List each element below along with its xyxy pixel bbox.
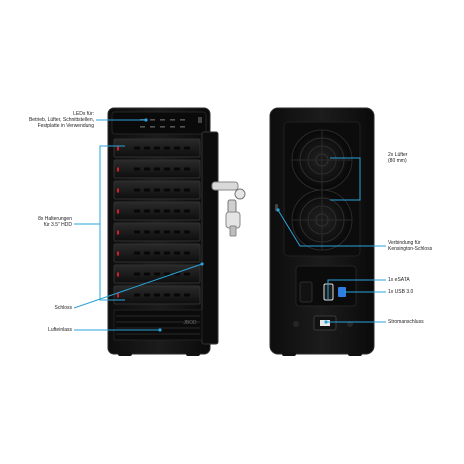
bay-led	[117, 293, 119, 298]
label-vent: Lufteinlass	[48, 327, 72, 333]
drive-bay-tray	[113, 159, 201, 179]
brand-label: JBOD	[183, 320, 197, 326]
label-bays: 8x Halterungen für 3.5" HDD	[38, 216, 72, 228]
label-leds: LEDs für: Betrieb, Lüfter, Schnittstelle…	[28, 111, 94, 129]
drive-bay-tray	[113, 285, 201, 305]
front-enclosure	[107, 107, 219, 356]
label-kensington: Verbindung für Kensington-Schloss	[388, 240, 433, 252]
leader-bays-bracket	[99, 145, 125, 301]
drive-bays	[113, 138, 201, 305]
drive-bay-tray	[113, 222, 201, 242]
bay-led	[117, 188, 119, 193]
bay-led	[117, 167, 119, 172]
leader-esata	[327, 279, 386, 300]
fan-top	[291, 129, 353, 191]
key-icon	[211, 181, 246, 237]
label-lock: Schloss	[54, 305, 72, 311]
bay-led	[117, 272, 119, 277]
leader-kensington	[277, 209, 386, 247]
bay-led	[117, 251, 119, 256]
bay-led	[117, 209, 119, 214]
bay-led	[117, 230, 119, 235]
leader-lines	[73, 119, 386, 331]
drive-bay-tray	[113, 201, 201, 221]
drive-bay-tray	[113, 138, 201, 158]
drive-bay-tray	[113, 180, 201, 200]
back-enclosure	[269, 107, 375, 356]
drive-bay-tray	[113, 243, 201, 263]
label-power: Stromanschluss	[388, 319, 424, 325]
air-intake-vent	[113, 309, 203, 341]
label-usb: 1x USB 3.0	[388, 289, 414, 295]
leader-lock	[73, 263, 203, 309]
fan-bottom	[291, 189, 353, 251]
leader-endpoints	[144, 118, 328, 332]
usb-port	[338, 287, 346, 297]
bay-led	[117, 146, 119, 151]
drive-bay-tray	[113, 264, 201, 284]
leader-fans	[330, 157, 361, 201]
label-esata: 1x eSATA	[388, 277, 410, 283]
label-fans: 2x Lüfter (80 mm)	[388, 152, 408, 164]
